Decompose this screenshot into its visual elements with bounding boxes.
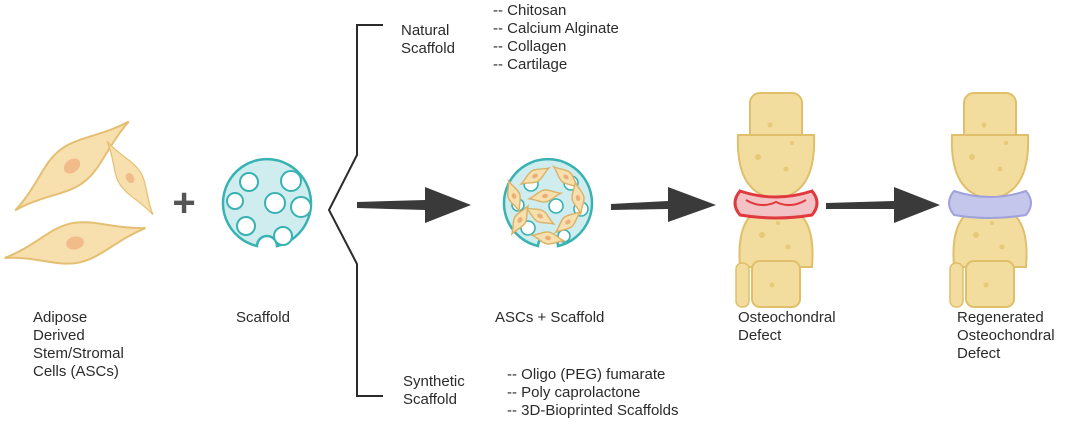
regenerated-label: Regenerated Osteochondral Defect <box>957 309 1055 362</box>
list-item: -- Collagen <box>493 38 567 55</box>
list-item: -- Calcium Alginate <box>493 20 619 37</box>
scaffold-type-bracket <box>327 24 383 397</box>
list-item: -- Poly caprolactone <box>507 384 641 401</box>
synthetic-scaffold-list: -- Oligo (PEG) fumarate -- Poly caprolac… <box>507 366 678 420</box>
osteochondral-defect-illustration <box>733 92 819 308</box>
arrow-1 <box>357 187 471 223</box>
arrow-2 <box>611 187 716 222</box>
plus-sign: + <box>172 181 195 225</box>
scaffold-label: Scaffold <box>236 309 290 326</box>
asc-label: Adipose Derived Stem/Stromal Cells (ASCs… <box>33 309 124 380</box>
ascs-scaffold-illustration <box>502 157 594 248</box>
regenerated-joint-illustration <box>948 92 1032 308</box>
list-item: -- Oligo (PEG) fumarate <box>507 366 666 383</box>
natural-scaffold-list: -- Chitosan -- Calcium Alginate -- Colla… <box>493 2 619 74</box>
arrow-3 <box>826 187 940 223</box>
defect-label: Osteochondral Defect <box>738 309 836 344</box>
synthetic-scaffold-title: Synthetic Scaffold <box>403 373 465 408</box>
list-item: -- Chitosan <box>493 2 567 19</box>
natural-scaffold-title: Natural Scaffold <box>401 22 455 57</box>
stem-cells-illustration <box>0 104 164 279</box>
list-item: -- Cartilage <box>493 56 568 73</box>
scaffold-illustration <box>221 157 313 248</box>
list-item: -- 3D-Bioprinted Scaffolds <box>507 402 679 419</box>
ascs-scaffold-label: ASCs + Scaffold <box>495 309 605 326</box>
